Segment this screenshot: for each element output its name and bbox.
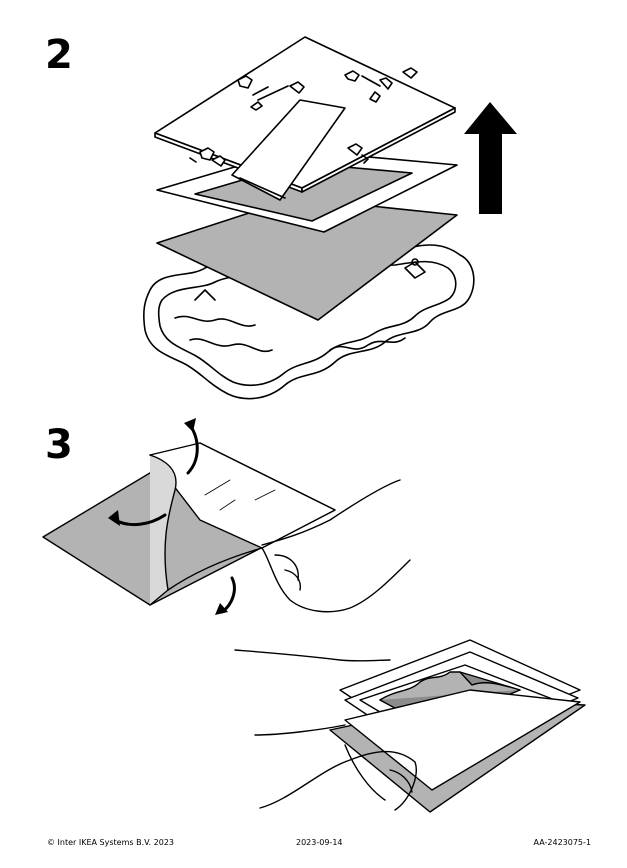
footer-document-id: AA-2423075-1 <box>533 838 591 847</box>
step-number-2: 2 <box>45 32 73 78</box>
footer-date: 2023-09-14 <box>296 838 343 847</box>
lift-up-arrow-icon <box>464 102 517 214</box>
step-3-peel-illustration <box>42 418 586 813</box>
back-board <box>154 36 456 201</box>
footer-copyright: © Inter IKEA Systems B.V. 2023 <box>47 838 174 847</box>
step-number-3: 3 <box>45 422 73 468</box>
